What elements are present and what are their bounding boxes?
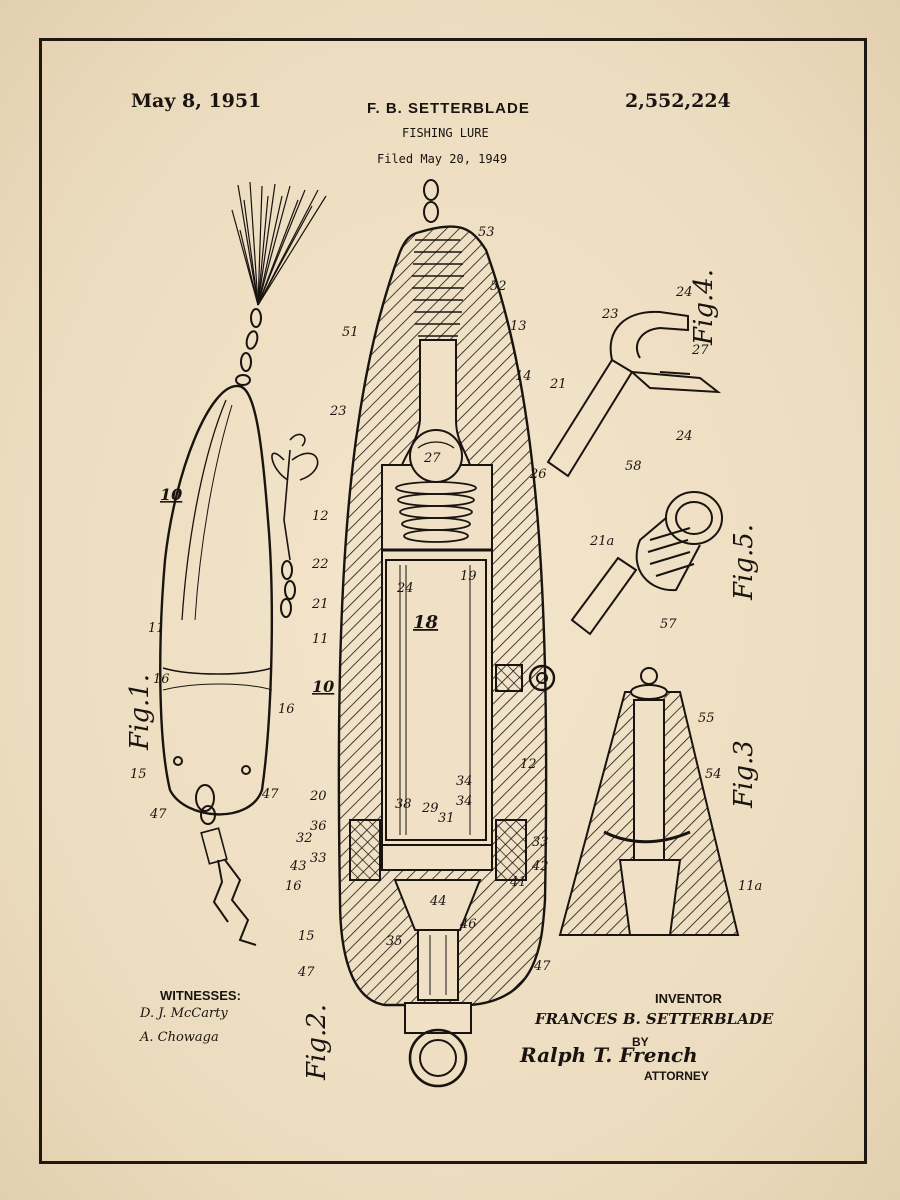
ref-numeral: 29 bbox=[421, 801, 439, 816]
ref-numeral: 10 bbox=[312, 677, 334, 696]
ref-numeral: 47 bbox=[261, 787, 279, 802]
witness-2-signature: A. Chowaga bbox=[140, 1030, 219, 1045]
ref-numeral: 58 bbox=[625, 459, 642, 474]
figure-5-fitting bbox=[570, 491, 723, 636]
ref-numeral: 21a bbox=[589, 534, 614, 549]
ref-numeral: 21 bbox=[549, 377, 567, 392]
ref-numeral: 47 bbox=[149, 807, 167, 822]
ref-numeral: 27 bbox=[691, 343, 709, 358]
figure-1-lure bbox=[159, 181, 327, 946]
ref-numeral: 38 bbox=[395, 797, 412, 812]
ref-numeral: 55 bbox=[698, 711, 715, 726]
witnesses-label: WITNESSES: bbox=[160, 988, 241, 1003]
ref-numeral: 11 bbox=[312, 632, 329, 647]
ref-numeral: 52 bbox=[490, 279, 507, 294]
figure-2-section bbox=[337, 179, 556, 1088]
filed-date: Filed May 20, 1949 bbox=[377, 152, 508, 166]
inventor-label: INVENTOR bbox=[655, 991, 722, 1006]
ref-numeral: 44 bbox=[429, 894, 447, 909]
witness-1-signature: D. J. McCarty bbox=[140, 1006, 228, 1021]
ref-numeral: 23 bbox=[601, 307, 619, 322]
fig5-numerals: 58 21a 57 bbox=[589, 459, 677, 632]
ref-numeral: 13 bbox=[510, 319, 527, 334]
fig3-numerals: 55 54 11a bbox=[698, 711, 762, 894]
attorney-signature-text: Ralph T. French bbox=[519, 1043, 698, 1067]
ref-numeral: 53 bbox=[478, 225, 495, 240]
figure-3-section bbox=[558, 667, 740, 936]
ref-numeral: 24 bbox=[675, 285, 693, 300]
ref-numeral: 32 bbox=[296, 831, 313, 846]
ref-numeral: 12 bbox=[520, 757, 537, 772]
attorney-label: ATTORNEY bbox=[644, 1069, 709, 1083]
ref-numeral: 51 bbox=[342, 325, 359, 340]
inventor-signature: FRANCES B. SETTERBLADE bbox=[535, 1010, 774, 1028]
ref-numeral: 34 bbox=[456, 774, 473, 789]
ref-numeral: 15 bbox=[130, 767, 147, 782]
ref-numeral: 36 bbox=[310, 819, 327, 834]
ref-numeral: 21 bbox=[311, 597, 329, 612]
ref-numeral: 23 bbox=[329, 404, 347, 419]
ref-numeral: 19 bbox=[460, 569, 477, 584]
ref-numeral: 11 bbox=[148, 621, 165, 636]
ref-numeral: 20 bbox=[309, 789, 327, 804]
ref-numeral: 16 bbox=[278, 702, 295, 717]
ref-numeral: 22 bbox=[311, 557, 329, 572]
fig3-label: Fig.3 bbox=[729, 740, 759, 809]
ref-numeral: 34 bbox=[456, 794, 473, 809]
fig4-numerals: 23 24 27 21 24 bbox=[549, 285, 709, 444]
ref-numeral: 31 bbox=[438, 811, 455, 826]
by-label: BY bbox=[632, 1035, 649, 1049]
ref-numeral: 24 bbox=[675, 429, 693, 444]
drawing-border bbox=[39, 38, 867, 1164]
ref-numeral: 57 bbox=[660, 617, 677, 632]
ref-numeral: 14 bbox=[515, 369, 532, 384]
ref-numeral: 27 bbox=[423, 451, 441, 466]
fig1-numerals: 10 11 16 16 15 47 47 bbox=[130, 485, 295, 822]
ref-numeral: 46 bbox=[459, 917, 477, 932]
attorney-signature: Ralph T. French bbox=[519, 1043, 698, 1067]
ref-numeral: 41 bbox=[509, 875, 527, 890]
ref-numeral: 16 bbox=[153, 672, 170, 687]
ref-numeral: 33 bbox=[532, 835, 549, 850]
patent-title: FISHING LURE bbox=[402, 126, 489, 140]
ref-numeral: 11a bbox=[738, 879, 762, 894]
ref-numeral: 18 bbox=[413, 612, 439, 633]
fig4-label: Fig.4. bbox=[689, 269, 719, 346]
ref-numeral: 35 bbox=[386, 934, 403, 949]
ref-numeral: 16 bbox=[285, 879, 302, 894]
ref-numeral: 43 bbox=[289, 859, 307, 874]
ref-numeral: 42 bbox=[531, 859, 549, 874]
fig5-label: Fig.5. bbox=[729, 524, 759, 601]
ref-numeral: 10 bbox=[160, 485, 182, 504]
ref-numeral: 47 bbox=[533, 959, 551, 974]
ref-numeral: 15 bbox=[298, 929, 315, 944]
fig1-label: Fig.1. bbox=[125, 674, 155, 751]
ref-numeral: 47 bbox=[297, 965, 315, 980]
fig2-numerals: 53 52 51 13 14 23 27 26 12 22 24 19 21 1… bbox=[285, 225, 551, 980]
ref-numeral: 54 bbox=[705, 767, 722, 782]
patent-date: May 8, 1951 bbox=[131, 90, 262, 112]
ref-numeral: 12 bbox=[312, 509, 329, 524]
patent-number: 2,552,224 bbox=[625, 90, 731, 112]
ref-numeral: 33 bbox=[310, 851, 327, 866]
inventor-name: F. B. SETTERBLADE bbox=[367, 100, 530, 117]
ref-numeral: 26 bbox=[529, 467, 547, 482]
ref-numeral: 24 bbox=[396, 581, 414, 596]
tassel bbox=[231, 181, 327, 306]
fig2-label: Fig.2. bbox=[302, 1004, 332, 1081]
figure-4-clip bbox=[546, 310, 722, 478]
